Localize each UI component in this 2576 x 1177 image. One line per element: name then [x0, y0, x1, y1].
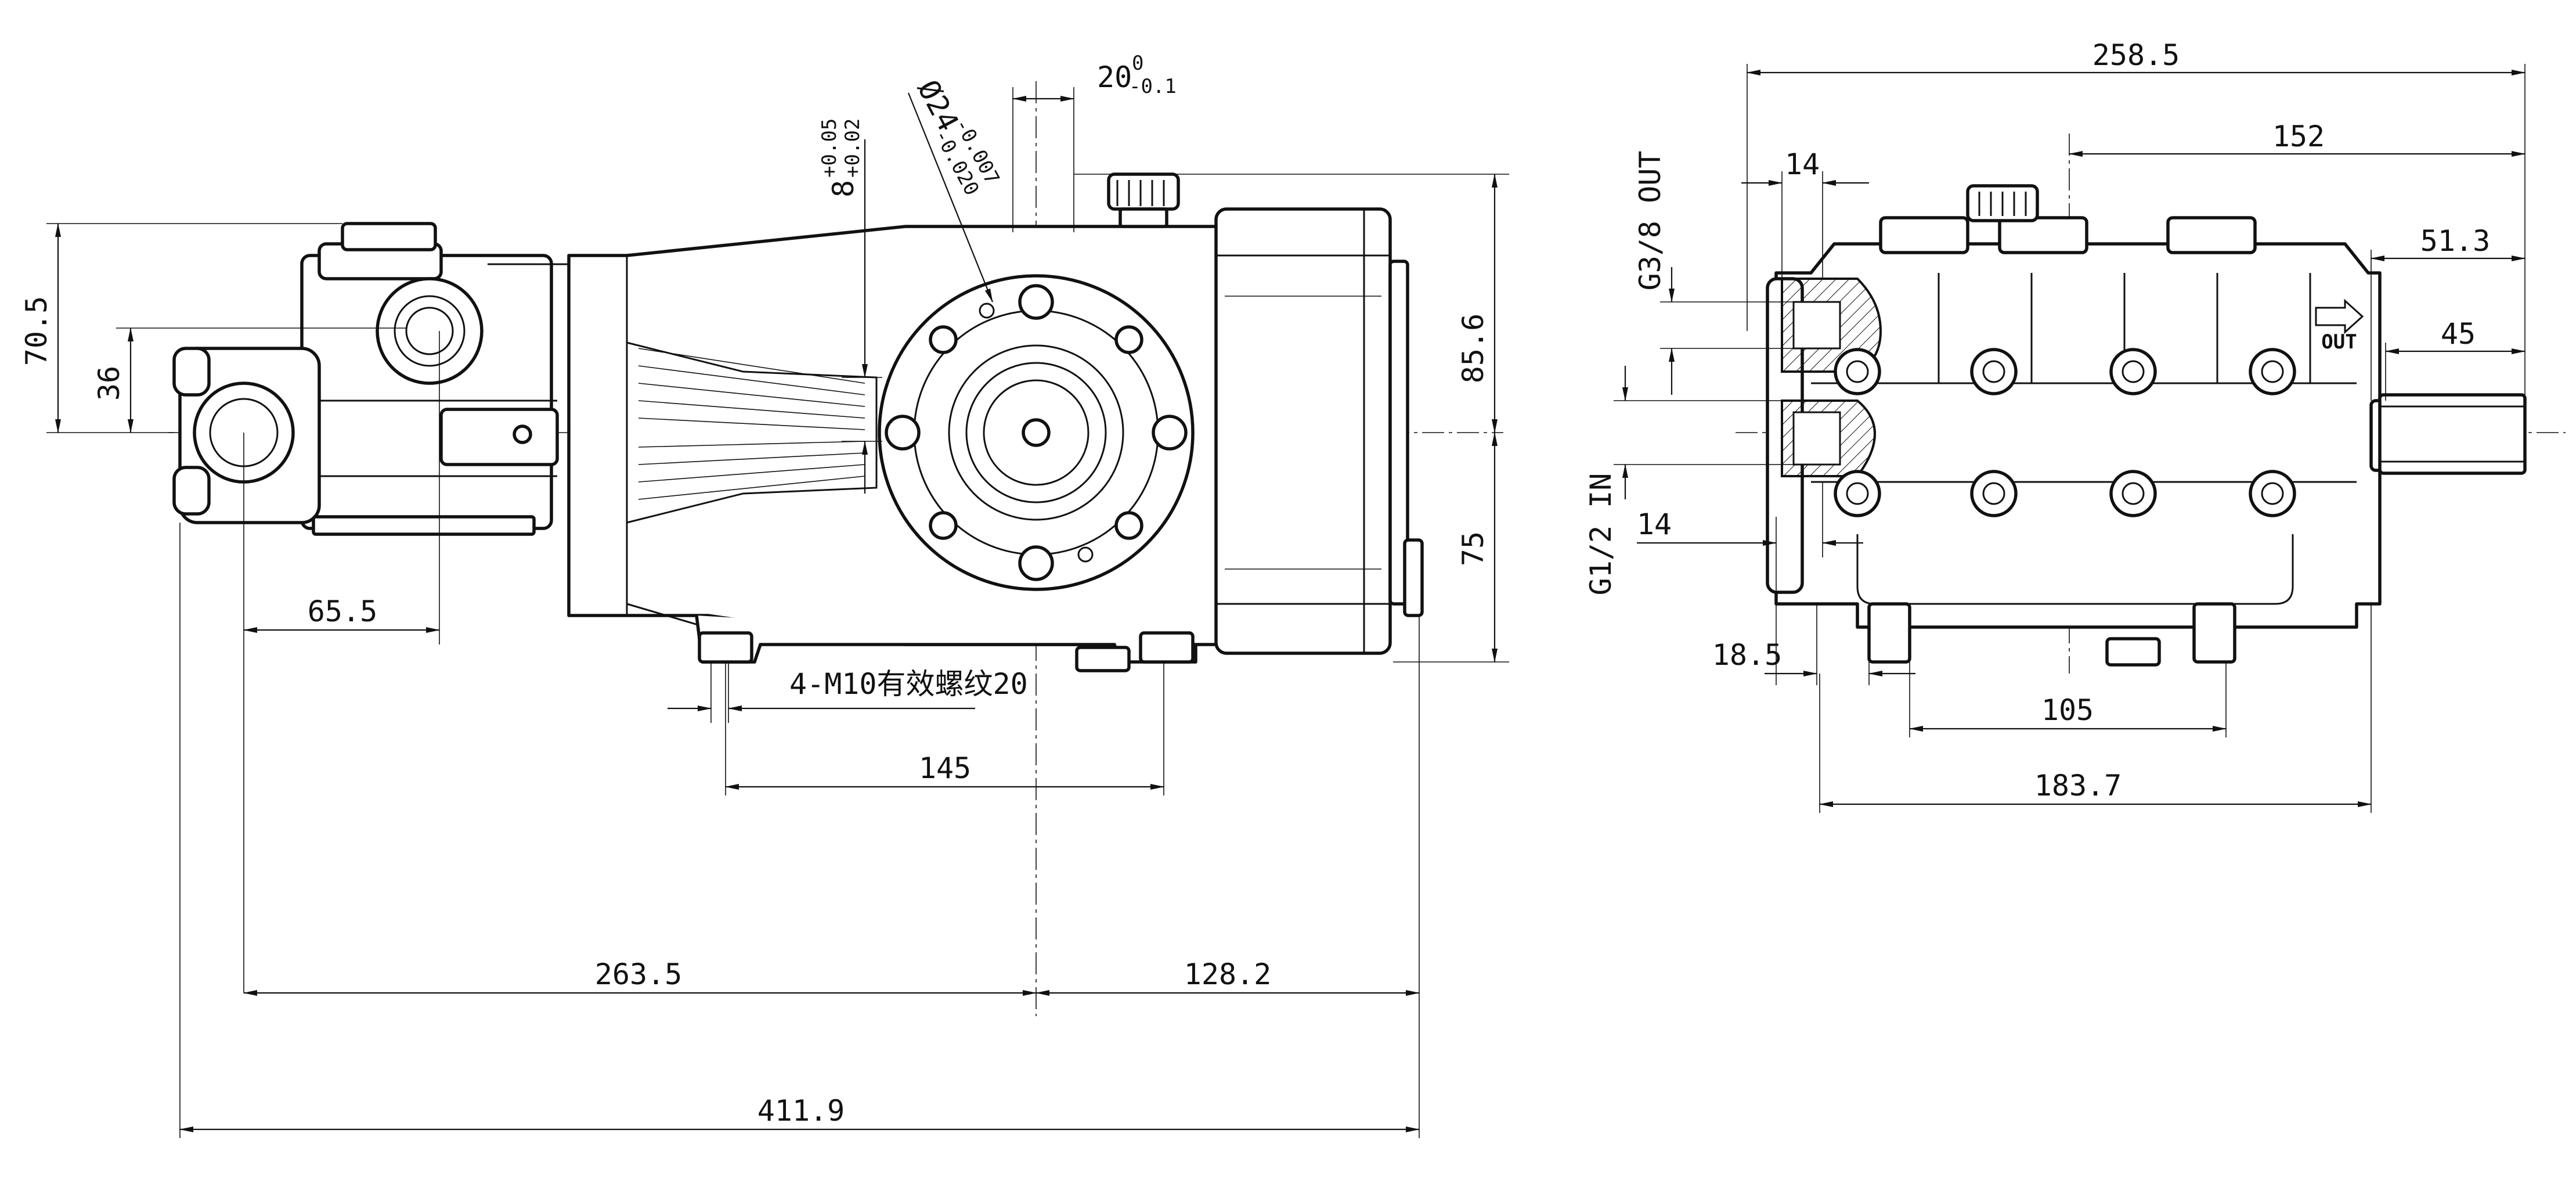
dim-key-8: 8: [827, 180, 860, 197]
dim-14-left: 14: [1637, 507, 1672, 541]
dim-20-lower: -0.1: [1129, 75, 1177, 98]
dim-183-7: 183.7: [2034, 769, 2122, 802]
dim-14-top: 14: [1785, 147, 1820, 181]
dim-128-2: 128.2: [1184, 958, 1272, 991]
front-view: OUT 258.5 152 51.3 45 14 G3/8 OUT: [1584, 38, 2566, 813]
dim-85-6: 85.6: [1456, 314, 1490, 383]
dim-263-5: 263.5: [595, 958, 683, 991]
dim-45: 45: [2441, 317, 2476, 351]
label-g3-8-out: G3/8 OUT: [1633, 151, 1667, 291]
gear-housing: [1214, 207, 1424, 655]
out-marker: OUT: [2315, 298, 2364, 354]
shaft-flange: [878, 274, 1195, 591]
drive-shaft: [2369, 393, 2527, 475]
dim-75: 75: [1456, 531, 1490, 566]
label-g1-2-in: G1/2 IN: [1584, 473, 1618, 596]
dim-70-5: 70.5: [20, 296, 53, 366]
front-bolts: [1834, 348, 2296, 517]
dim-key-upper: +0.05: [818, 118, 841, 178]
filler-cap: [1107, 172, 1180, 228]
dim-258-5: 258.5: [2092, 38, 2180, 72]
dim-51-3: 51.3: [2420, 224, 2490, 258]
dim-411-9: 411.9: [757, 1094, 845, 1128]
dim-105: 105: [2041, 693, 2094, 727]
out-label: OUT: [2321, 330, 2357, 354]
mount-note: 4-M10有效螺纹20: [789, 667, 1028, 701]
dim-36: 36: [92, 366, 126, 401]
dim-20-upper: 0: [1132, 52, 1143, 75]
dim-152: 152: [2272, 120, 2325, 153]
dim-18-5: 18.5: [1712, 638, 1782, 672]
dim-145: 145: [919, 751, 971, 785]
mounting-feet: [695, 615, 1197, 672]
dim-65-5: 65.5: [308, 595, 377, 628]
manifold-head: [172, 222, 569, 536]
front-feet: [1867, 602, 2236, 667]
dim-20: 20: [1097, 60, 1132, 94]
side-view: 70.5 36 65.5 20 0 -0.1 Ø24 -0.007 -0.020…: [20, 52, 1509, 1138]
dim-key-lower: +0.02: [841, 118, 864, 178]
